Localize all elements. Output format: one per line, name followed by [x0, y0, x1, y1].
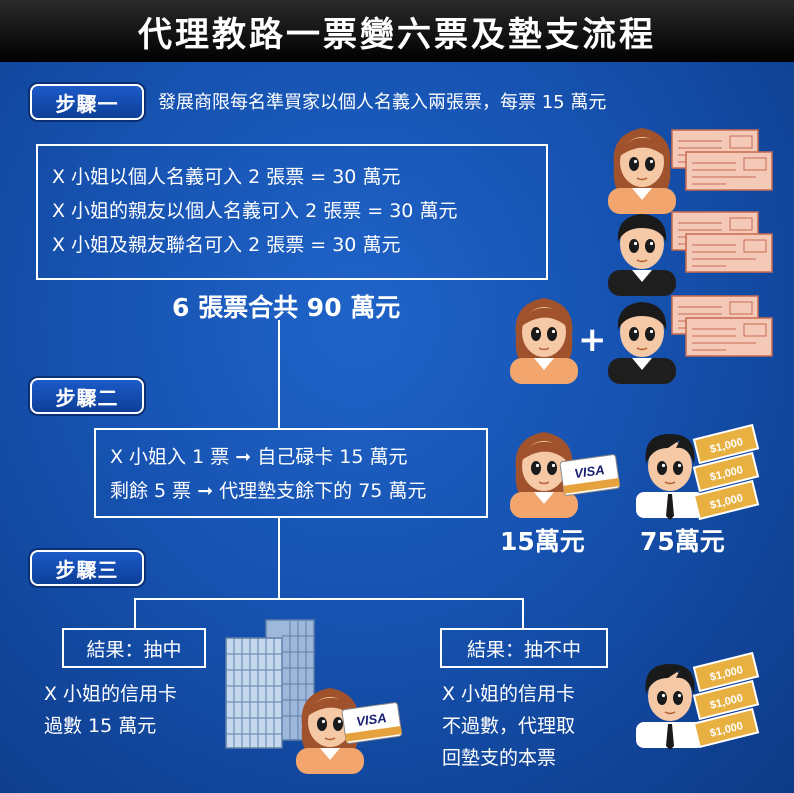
- flow-connector-main: [278, 320, 280, 428]
- result-lose-label: 結果：抽不中: [466, 638, 581, 661]
- title-bar: 代理教路一票變六票及墊支流程: [0, 0, 794, 62]
- result-win-line: 過數 15 萬元: [44, 715, 157, 737]
- man-avatar-icon: [607, 213, 677, 297]
- step3-label: 步驟三: [55, 557, 119, 582]
- cheque-stack-icon: [672, 296, 782, 360]
- step1-line: X 小姐的親友以個人名義可入 2 張票 = 30 萬元: [52, 200, 458, 222]
- amount-left: 15萬元: [500, 527, 585, 556]
- result-win-line: X 小姐的信用卡: [44, 683, 178, 705]
- step1-line: X 小姐以個人名義可入 2 張票 = 30 萬元: [52, 166, 401, 188]
- flow-connector-step2: [278, 518, 280, 598]
- result-win-label: 結果：抽中: [86, 638, 182, 661]
- step2-label: 步驟二: [55, 385, 119, 410]
- result-lose-note: X 小姐的信用卡 不過數，代理取 回墊支的本票: [442, 678, 575, 774]
- amount-right: 75萬元: [640, 527, 725, 556]
- flow-connector-left: [134, 598, 136, 628]
- step2-badge: 步驟二: [30, 378, 144, 414]
- result-lose-line: 不過數，代理取: [442, 715, 576, 737]
- step2-box: X 小姐入 1 票 ➞ 自己碌卡 15 萬元 剩餘 5 票 ➞ 代理墊支餘下的 …: [94, 428, 488, 518]
- cash-stack-icon: $1,000 $1,000 $1,000: [692, 651, 760, 749]
- page-title: 代理教路一票變六票及墊支流程: [138, 14, 656, 55]
- woman-avatar-icon: [509, 297, 579, 385]
- result-lose-box: 結果：抽不中: [440, 628, 608, 668]
- step1-line: X 小姐及親友聯名可入 2 張票 = 30 萬元: [52, 234, 401, 256]
- step1-badge: 步驟一: [30, 84, 144, 120]
- step1-total: 6 張票合共 90 萬元: [172, 293, 401, 322]
- result-lose-line: 回墊支的本票: [442, 747, 557, 769]
- result-win-box: 結果：抽中: [62, 628, 206, 668]
- result-lose-line: X 小姐的信用卡: [442, 683, 576, 705]
- result-win-note: X 小姐的信用卡 過數 15 萬元: [44, 678, 177, 742]
- card-text: VISA: [355, 710, 387, 729]
- plus-sign: +: [578, 320, 607, 360]
- flow-connector-right: [522, 598, 524, 628]
- cheque-stack-icon: [672, 130, 782, 194]
- step1-label: 步驟一: [55, 91, 119, 116]
- card-text: VISA: [573, 462, 605, 481]
- step2-line: 剩餘 5 票 ➞ 代理墊支餘下的 75 萬元: [110, 480, 427, 502]
- cheque-stack-icon: [672, 212, 782, 276]
- step2-line: X 小姐入 1 票 ➞ 自己碌卡 15 萬元: [110, 446, 408, 468]
- man-avatar-icon: [607, 301, 677, 385]
- step3-badge: 步驟三: [30, 550, 144, 586]
- step1-box: X 小姐以個人名義可入 2 張票 = 30 萬元 X 小姐的親友以個人名義可入 …: [36, 144, 548, 280]
- credit-card-icon: VISA: [341, 702, 403, 744]
- step1-description: 發展商限每名準買家以個人名義入兩張票，每票 15 萬元: [158, 92, 607, 113]
- credit-card-icon: VISA: [559, 454, 621, 496]
- flow-connector-split: [134, 598, 524, 600]
- cash-stack-icon: $1,000 $1,000 $1,000: [692, 423, 760, 521]
